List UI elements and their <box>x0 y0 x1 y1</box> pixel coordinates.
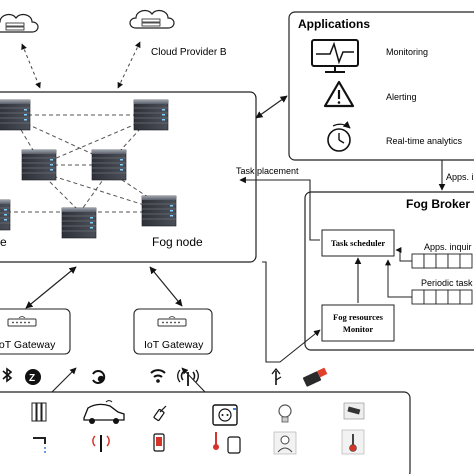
water-tap-icon <box>33 437 46 453</box>
fog-to-monitor-arrow <box>262 261 321 363</box>
devices-to-gateway-1-arrow <box>51 367 77 393</box>
svg-text:Z: Z <box>29 373 35 384</box>
cloud-provider-b-icon <box>129 9 175 29</box>
alert-icon <box>323 80 355 108</box>
cellular-antenna-icon <box>177 369 199 386</box>
wifi-icon <box>150 369 166 383</box>
task-placement-arrow <box>239 176 320 241</box>
app-item-realtime: Real-time analytics <box>386 136 463 146</box>
fog-node-label-partial: e <box>0 235 7 249</box>
gateway-1-fog-link <box>25 266 77 309</box>
ethernet-cable-icon <box>302 367 328 387</box>
periodic-tasks-queue <box>411 289 473 305</box>
fog-node-label: Fog node <box>152 235 203 249</box>
app-item-monitoring: Monitoring <box>386 47 428 57</box>
cloud-b-link <box>117 41 141 89</box>
smart-socket-icon <box>212 404 238 426</box>
fog-server-5 <box>61 207 97 239</box>
cloud-a-link <box>21 43 41 89</box>
radiator-icon <box>31 402 47 422</box>
security-camera-icon <box>343 402 365 420</box>
zigbee-icon <box>92 370 106 384</box>
bluetooth-icon <box>2 367 13 383</box>
fog-server-3 <box>21 149 57 181</box>
devices-to-gateway-2-arrow <box>181 367 206 393</box>
fog-server-1 <box>0 99 31 131</box>
monitoring-icon <box>311 39 359 73</box>
cloud-provider-b-label: Cloud Provider B <box>151 47 227 58</box>
periodic-tasks-arrow <box>385 259 412 298</box>
fog-resources-monitor-line2: Monitor <box>343 324 373 334</box>
fog-server-4 <box>91 149 127 181</box>
apps-inquiry-label-partial: Apps. inquir <box>424 242 472 252</box>
fog-server-6 <box>141 195 177 227</box>
apps-inquiry-queue <box>411 253 473 269</box>
task-scheduler-box <box>321 229 395 257</box>
applications-title: Applications <box>298 17 370 31</box>
temperature-sensor-icon <box>341 429 365 455</box>
fog-apps-link <box>255 95 288 119</box>
iot-gateway-1-label: IoT Gateway <box>0 339 56 351</box>
periodic-tasks-label-partial: Periodic task <box>421 278 473 288</box>
app-item-alerting: Alerting <box>386 92 417 102</box>
gateway-2-fog-link <box>149 266 183 307</box>
smart-bulb-icon <box>278 404 292 423</box>
fog-resources-monitor-line1: Fog resources <box>333 312 384 322</box>
cloud-provider-a-icon <box>0 13 39 33</box>
fog-server-2 <box>133 99 169 131</box>
fog-server-7 <box>0 199 11 231</box>
smart-car-icon <box>83 400 125 424</box>
usb-icon <box>271 367 282 385</box>
plug-icon <box>153 405 167 422</box>
apps-inquiry-arrow <box>395 247 412 262</box>
mobile-phone-icon <box>227 436 241 454</box>
person-sensor-icon <box>273 431 297 455</box>
smartphone-icon <box>153 433 165 452</box>
apps-connector-label-partial: Apps. i <box>446 172 474 182</box>
realtime-clock-icon <box>327 121 351 152</box>
fog-resources-monitor-box <box>321 304 395 342</box>
task-scheduler-label: Task scheduler <box>331 238 385 248</box>
fog-broker-title: Fog Broker <box>406 197 470 211</box>
iot-gateway-2-label: IoT Gateway <box>144 339 204 351</box>
wireless-tower-icon <box>92 435 110 452</box>
zwave-icon: Z <box>25 369 41 385</box>
task-placement-label: Task placement <box>236 166 299 176</box>
iot-gateway-2 <box>133 308 213 355</box>
thermometer-icon <box>213 432 219 450</box>
